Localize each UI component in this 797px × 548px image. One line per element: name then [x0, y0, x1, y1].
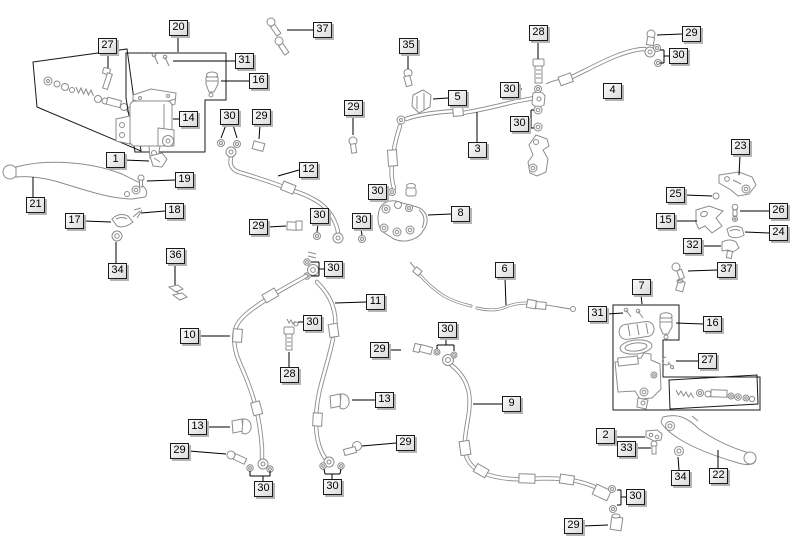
callout-15[interactable]: 15 — [656, 213, 675, 229]
callout-22[interactable]: 22 — [709, 468, 728, 484]
callout-29[interactable]: 29 — [564, 518, 583, 534]
callout-33[interactable]: 33 — [617, 441, 636, 457]
callout-14[interactable]: 14 — [179, 111, 198, 127]
callout-30[interactable]: 30 — [323, 479, 342, 495]
callout-6[interactable]: 6 — [495, 262, 514, 278]
callout-27[interactable]: 27 — [698, 353, 717, 369]
callout-34[interactable]: 34 — [108, 263, 127, 279]
handlebar-bolts-37 — [266, 17, 290, 56]
callout-21[interactable]: 21 — [26, 197, 45, 213]
callout-30[interactable]: 30 — [220, 109, 239, 125]
callout-30[interactable]: 30 — [368, 184, 387, 200]
rear-brake-cable-6 — [409, 261, 576, 312]
callout-30[interactable]: 30 — [626, 489, 645, 505]
callout-29[interactable]: 29 — [249, 219, 268, 235]
callout-16[interactable]: 16 — [249, 73, 268, 89]
callout-26[interactable]: 26 — [769, 203, 788, 219]
caliper-feed-parts — [527, 58, 550, 177]
callout-31[interactable]: 31 — [588, 306, 607, 322]
callout-32[interactable]: 32 — [683, 238, 702, 254]
callout-29[interactable]: 29 — [252, 109, 271, 125]
reservoir-hose-3 — [396, 68, 546, 125]
callout-13[interactable]: 13 — [375, 392, 394, 408]
callout-30[interactable]: 30 — [500, 82, 519, 98]
callout-30[interactable]: 30 — [669, 48, 688, 64]
rear-brake-lever-22 — [645, 415, 757, 466]
callout-20[interactable]: 20 — [169, 20, 188, 36]
callout-31[interactable]: 31 — [235, 53, 254, 69]
callout-10[interactable]: 10 — [180, 328, 199, 344]
callout-24[interactable]: 24 — [769, 225, 788, 241]
rear-brake-hose-9 — [412, 342, 624, 532]
junction-block-8 — [377, 126, 428, 242]
callout-18[interactable]: 18 — [165, 203, 184, 219]
callout-29[interactable]: 29 — [682, 26, 701, 42]
callout-16[interactable]: 16 — [703, 316, 722, 332]
callout-19[interactable]: 19 — [175, 172, 194, 188]
callout-30[interactable]: 30 — [510, 116, 529, 132]
front-master-cylinder — [115, 88, 177, 159]
callout-30[interactable]: 30 — [352, 213, 371, 229]
front-lower-hoses-10-11 — [226, 251, 362, 473]
right-bracket-parts — [671, 171, 757, 293]
callout-2[interactable]: 2 — [596, 428, 615, 444]
callout-30[interactable]: 30 — [254, 481, 273, 497]
callout-27[interactable]: 27 — [98, 38, 117, 54]
callout-4[interactable]: 4 — [603, 83, 622, 99]
rear-master-cylinder-box-7 — [612, 304, 761, 411]
callout-30[interactable]: 30 — [310, 208, 329, 224]
callout-12[interactable]: 12 — [299, 162, 318, 178]
callout-7[interactable]: 7 — [632, 279, 651, 295]
callout-17[interactable]: 17 — [65, 213, 84, 229]
rear-brake-hose-upper-4 — [545, 29, 662, 87]
callout-36[interactable]: 36 — [166, 248, 185, 264]
callout-37[interactable]: 37 — [313, 22, 332, 38]
front-brake-lever — [2, 161, 148, 200]
reservoir-pump-left — [205, 71, 219, 98]
callout-29[interactable]: 29 — [344, 100, 363, 116]
callout-30[interactable]: 30 — [324, 261, 343, 277]
callout-35[interactable]: 35 — [399, 38, 418, 54]
pivot-bolt-27 — [101, 66, 113, 91]
callout-28[interactable]: 28 — [529, 25, 548, 41]
callout-25[interactable]: 25 — [666, 187, 685, 203]
callout-1[interactable]: 1 — [106, 152, 125, 168]
callout-30[interactable]: 30 — [303, 315, 322, 331]
callout-13[interactable]: 13 — [188, 419, 207, 435]
leader-lines — [32, 29, 770, 527]
callout-29[interactable]: 29 — [370, 342, 389, 358]
callout-5[interactable]: 5 — [448, 90, 467, 106]
callout-29[interactable]: 29 — [396, 435, 415, 451]
bleed-screws — [151, 52, 170, 67]
callout-11[interactable]: 11 — [366, 294, 385, 310]
front-brake-hose-upper-12 — [217, 136, 366, 244]
callout-23[interactable]: 23 — [731, 139, 750, 155]
callout-3[interactable]: 3 — [468, 142, 487, 158]
callout-8[interactable]: 8 — [451, 206, 470, 222]
callout-30[interactable]: 30 — [438, 322, 457, 338]
callout-28[interactable]: 28 — [280, 367, 299, 383]
callout-37[interactable]: 37 — [717, 262, 736, 278]
lever-pivot-small-parts — [111, 152, 188, 301]
callout-34[interactable]: 34 — [671, 470, 690, 486]
callout-29[interactable]: 29 — [170, 443, 189, 459]
callout-9[interactable]: 9 — [502, 396, 521, 412]
